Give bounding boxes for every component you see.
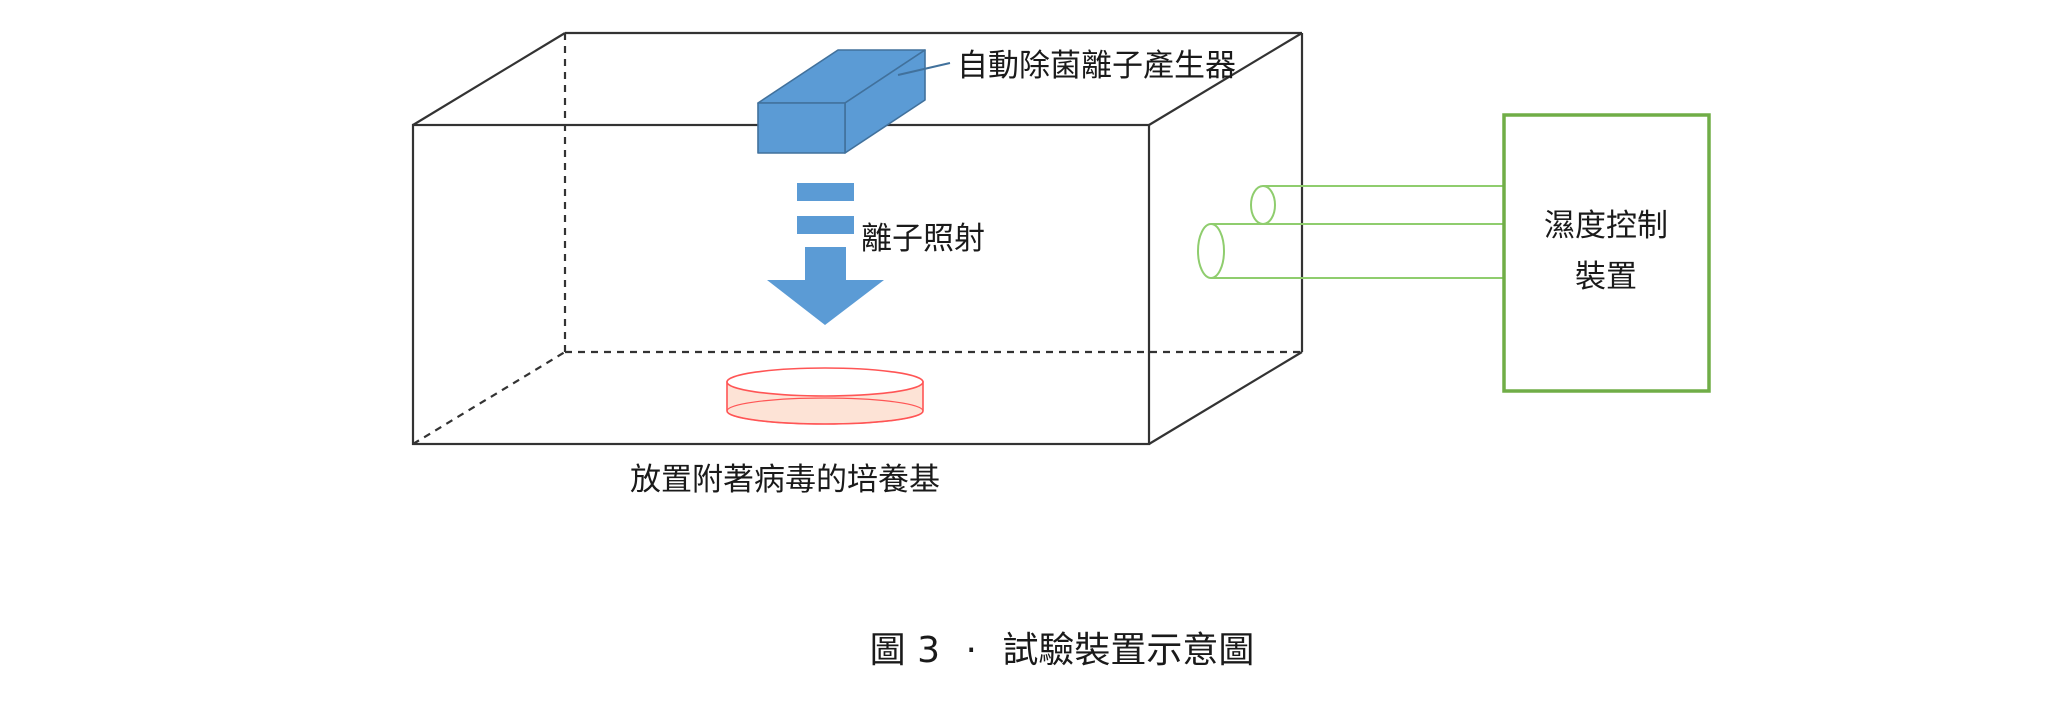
chamber-edge-right-bottom [1148,351,1303,445]
ion-generator-front-face [757,102,846,154]
ion-irradiation-arrow [767,183,884,325]
culture-medium-label: 放置附著病毒的培養基 [630,462,940,498]
arrow-dash-2 [797,216,854,234]
figure-number: 圖 3 [870,630,940,671]
lower-tube-opening [1197,223,1225,279]
ion-generator-leader-line [897,62,951,76]
humidity-control-device [1502,113,1711,393]
humidity-tubes [1197,185,1504,279]
arrow-head [767,247,884,325]
culture-dish-top-rim [726,367,924,397]
arrow-dash-1 [797,183,854,201]
figure-caption: 圖 3 · 試驗裝置示意圖 [870,630,1255,671]
humidity-control-label-line2: 裝置 [1575,259,1637,295]
chamber-edge-top-left [412,32,566,126]
culture-dish [726,367,924,425]
chamber-edge-top-right [1148,32,1303,126]
ion-generator-label: 自動除菌離子產生器 [957,48,1236,84]
ion-irradiation-label: 離子照射 [861,221,985,257]
ion-generator-block [757,49,926,154]
humidity-control-label-line1: 濕度控制 [1544,208,1668,244]
chamber-hidden-edge-left-bottom [412,351,566,445]
upper-tube-opening [1250,185,1276,225]
caption-title: 試驗裝置示意圖 [1002,630,1254,671]
culture-dish-inner-rim [726,397,924,425]
caption-separator: · [965,630,976,671]
